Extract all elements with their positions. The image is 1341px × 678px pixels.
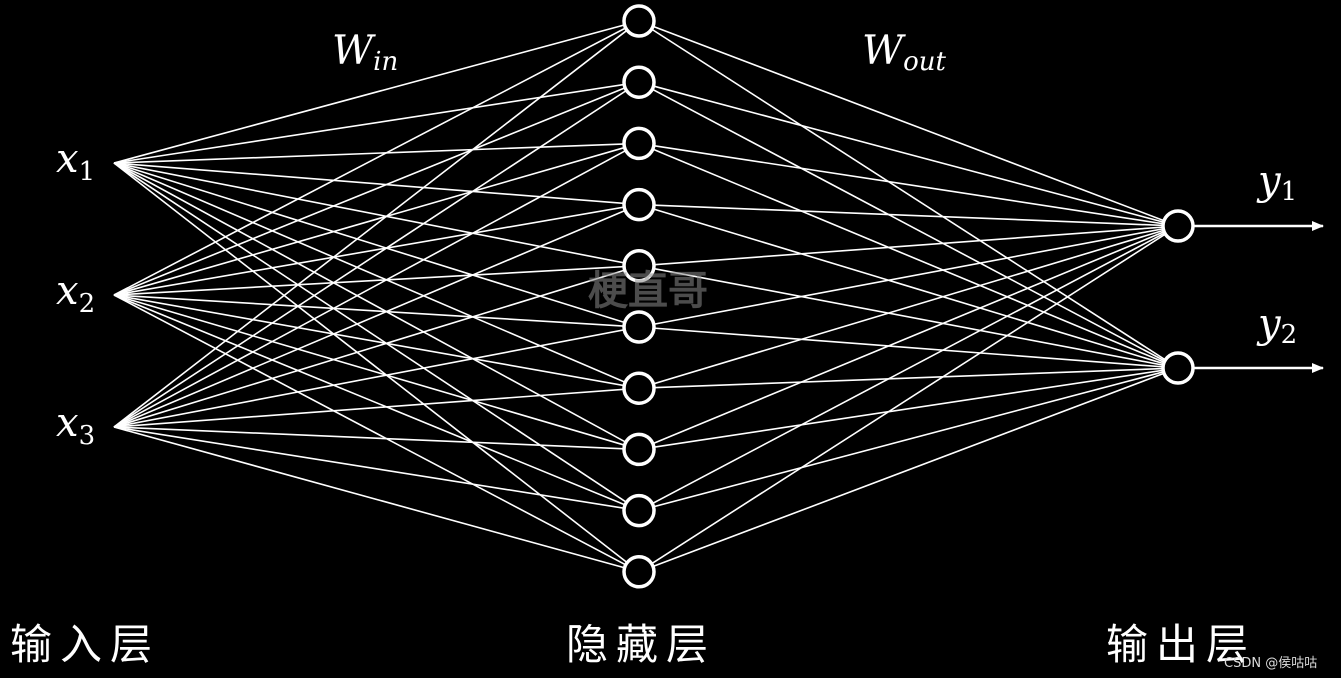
edge-x2-h1 <box>113 20 640 296</box>
edge-x1-h3 <box>113 142 640 164</box>
edge-h7-y2 <box>638 367 1179 389</box>
edge-h3-y1 <box>638 142 1179 227</box>
edge-h1-y2 <box>638 20 1179 369</box>
hidden-node-10 <box>622 555 656 589</box>
hidden-node-8 <box>622 432 656 467</box>
edge-x3-h1 <box>113 20 640 428</box>
edge-x1-h7 <box>113 162 640 389</box>
edge-x2-h3 <box>113 142 640 296</box>
edge-x1-h6 <box>113 162 640 328</box>
input-to-hidden-connections <box>113 20 640 573</box>
hidden-node-6 <box>622 310 656 344</box>
edge-x1-h10 <box>113 162 640 573</box>
output-node-y2 <box>1161 351 1195 385</box>
input-label-x3: x3 <box>56 400 95 451</box>
edge-x3-h7 <box>113 387 640 428</box>
edge-x2-h10 <box>113 294 640 573</box>
hidden-node-4 <box>622 187 656 222</box>
output-label-y1: y1 <box>1256 158 1297 207</box>
edge-x1-h8 <box>113 162 640 451</box>
edge-x2-h7 <box>113 294 640 389</box>
weight-label-out: Wout <box>862 28 947 77</box>
credit-text: CSDN @侯咕咕 <box>1224 655 1317 671</box>
edge-h9-y2 <box>638 367 1179 512</box>
hidden-node-2 <box>622 65 656 99</box>
edge-x3-h4 <box>113 203 640 428</box>
edge-x1-h2 <box>113 81 640 164</box>
hidden-node-3 <box>622 126 656 161</box>
edge-h6-y1 <box>638 225 1179 328</box>
edge-x3-h5 <box>113 265 640 428</box>
edge-x1-h9 <box>113 162 640 512</box>
input-layer-label: 输入层 <box>10 620 160 669</box>
edge-h5-y2 <box>638 265 1179 369</box>
edge-x3-h9 <box>113 426 640 512</box>
hidden-layer-nodes <box>622 4 656 589</box>
edge-h4-y2 <box>638 203 1179 369</box>
edge-h8-y1 <box>638 225 1179 451</box>
edge-h9-y1 <box>638 225 1179 512</box>
hidden-node-1 <box>622 4 656 38</box>
edge-x2-h4 <box>113 203 640 296</box>
edge-x3-h8 <box>113 426 640 451</box>
watermark-text: 梗直哥 <box>588 268 708 314</box>
input-label-x2: x2 <box>56 268 95 319</box>
edge-h10-y1 <box>638 225 1179 573</box>
edge-x3-h10 <box>113 426 640 573</box>
input-label-x1: x1 <box>56 136 95 187</box>
hidden-node-9 <box>622 493 656 528</box>
edge-h2-y1 <box>638 81 1179 227</box>
edge-h10-y2 <box>638 367 1179 573</box>
edge-x3-h3 <box>113 142 640 428</box>
edge-h4-y1 <box>638 203 1179 227</box>
edge-h8-y2 <box>638 367 1179 451</box>
hidden-node-7 <box>622 371 656 405</box>
edge-x1-h1 <box>113 20 640 164</box>
edge-x1-h5 <box>113 162 640 267</box>
edge-x2-h8 <box>113 294 640 451</box>
edge-x2-h2 <box>113 81 640 296</box>
edge-h3-y2 <box>638 142 1179 369</box>
edge-x1-h4 <box>113 162 640 206</box>
output-node-y1 <box>1161 209 1195 243</box>
edge-h5-y1 <box>638 225 1179 267</box>
output-layer-label: 输出层 <box>1106 620 1256 669</box>
output-label-y2: y2 <box>1256 301 1297 350</box>
edge-x3-h6 <box>113 326 640 428</box>
output-arrows <box>1193 221 1324 373</box>
edge-x2-h6 <box>113 294 640 328</box>
edge-h6-y2 <box>638 326 1179 369</box>
edge-h7-y1 <box>638 225 1179 389</box>
edge-h1-y1 <box>638 20 1179 227</box>
hidden-to-output-connections <box>638 20 1179 573</box>
hidden-node-5 <box>622 249 656 283</box>
edge-x3-h2 <box>113 81 640 428</box>
output-layer-nodes <box>1161 209 1195 385</box>
edge-x2-h5 <box>113 265 640 296</box>
hidden-layer-label: 隐藏层 <box>566 620 716 669</box>
edge-h2-y2 <box>638 81 1179 369</box>
weight-label-in: Win <box>332 28 398 77</box>
edge-x2-h9 <box>113 294 640 512</box>
